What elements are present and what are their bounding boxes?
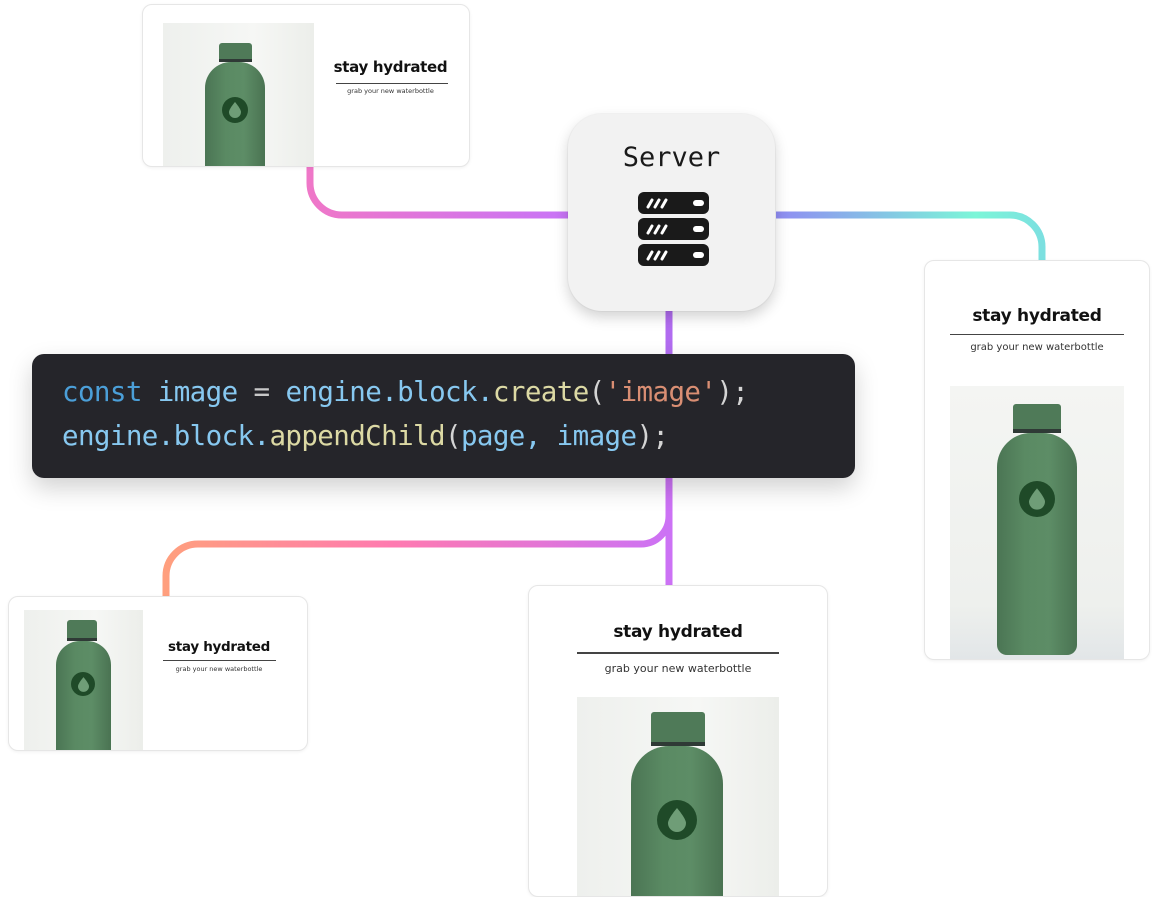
water-drop-logo-icon: [222, 97, 248, 123]
code-line-2: engine.block.appendChild(page, image);: [62, 420, 669, 452]
connector-right: [776, 211, 1046, 262]
bottle-image: [56, 620, 112, 750]
card-title: stay hydrated: [168, 639, 270, 655]
connector-top-left: [306, 166, 570, 219]
code-line-1: const image = engine.block.create('image…: [62, 376, 749, 408]
title-divider: [163, 660, 276, 661]
code-snippet: const image = engine.block.create('image…: [32, 354, 855, 478]
water-drop-logo-icon: [71, 672, 95, 696]
card-title: stay hydrated: [333, 58, 448, 76]
card-title: stay hydrated: [972, 306, 1102, 326]
design-card-bottom-left[interactable]: stay hydrated grab your new waterbottle: [8, 596, 308, 751]
water-drop-logo-icon: [1019, 481, 1055, 517]
title-divider: [336, 83, 448, 84]
card-title: stay hydrated: [613, 622, 743, 642]
title-divider: [950, 334, 1124, 335]
bottle-image: [997, 404, 1079, 659]
card-subtitle: grab your new waterbottle: [970, 342, 1104, 353]
bottle-photo: [24, 610, 143, 750]
bottle-photo: [163, 23, 314, 166]
title-divider: [577, 652, 779, 654]
server-label: Server: [622, 142, 721, 173]
connector-bottom-left: [162, 500, 673, 596]
card-subtitle: grab your new waterbottle: [604, 662, 752, 675]
card-subtitle: grab your new waterbottle: [175, 665, 263, 673]
server-rack-icon: [638, 192, 709, 266]
server-node[interactable]: Server: [568, 114, 775, 311]
bottle-photo: [950, 386, 1124, 659]
design-card-bottom-center[interactable]: stay hydrated grab your new waterbottle: [528, 585, 828, 897]
bottle-photo: [577, 697, 779, 896]
design-card-top-left[interactable]: stay hydrated grab your new waterbottle: [142, 4, 470, 167]
design-card-right[interactable]: stay hydrated grab your new waterbottle: [924, 260, 1150, 660]
bottle-image: [631, 712, 725, 896]
water-drop-logo-icon: [657, 800, 697, 840]
card-subtitle: grab your new waterbottle: [347, 87, 434, 95]
bottle-image: [205, 43, 267, 166]
